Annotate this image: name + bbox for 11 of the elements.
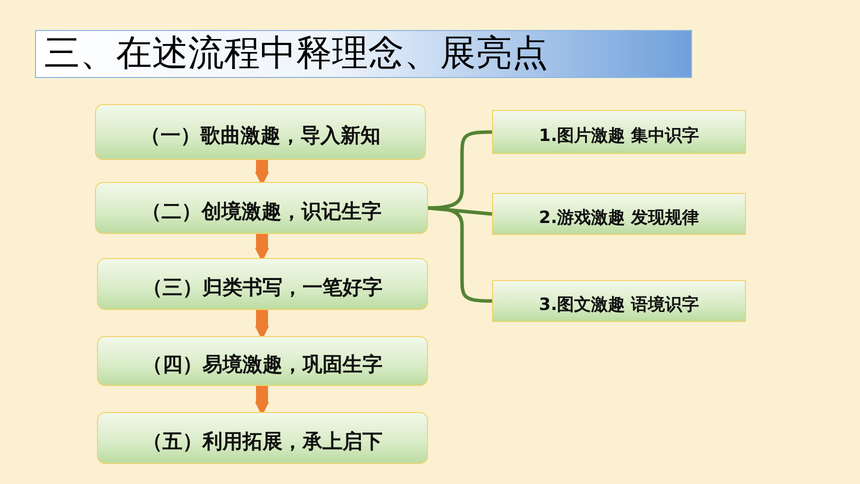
brace-line bbox=[428, 206, 492, 303]
step-box: 2.游戏激趣 发现规律 bbox=[492, 193, 746, 235]
brace-line bbox=[428, 130, 492, 210]
step-box: （三）归类书写，一笔好字 bbox=[97, 258, 428, 310]
step-box: 1.图片激趣 集中识字 bbox=[492, 110, 746, 154]
step-box: （五）利用拓展，承上启下 bbox=[97, 412, 428, 464]
step-box: （一）歌曲激趣，导入新知 bbox=[95, 104, 426, 160]
step-box: 3.图文激趣 语境识字 bbox=[492, 280, 746, 322]
step-box: （四）易境激趣，巩固生字 bbox=[97, 336, 428, 386]
title-banner: 三、在述流程中释理念、展亮点 bbox=[35, 30, 692, 78]
step-box: （二）创境激趣，识记生字 bbox=[95, 182, 428, 234]
